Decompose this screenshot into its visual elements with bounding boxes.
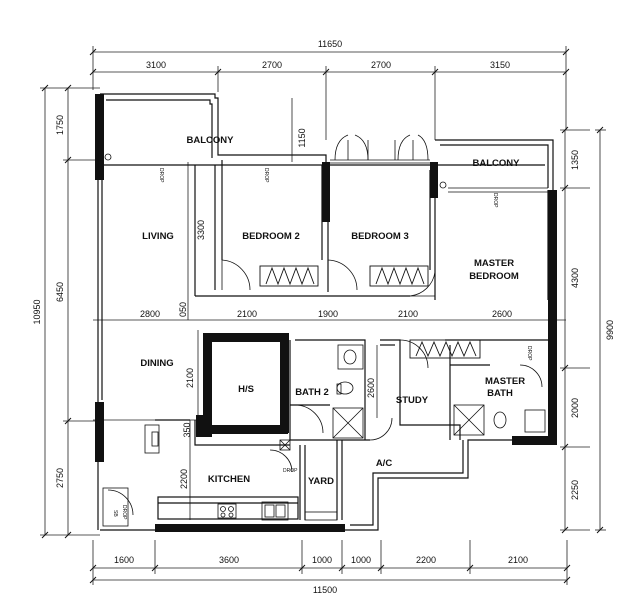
- dim-bath2-depth: 2600: [366, 378, 376, 398]
- room-ac: A/C: [376, 458, 393, 469]
- dim-right-3: 2000: [570, 398, 580, 418]
- room-master-bedroom-1: MASTER: [474, 258, 514, 269]
- room-bedroom-2: BEDROOM 2: [242, 231, 300, 242]
- dimension-text: 11650 3100 2700 2700 3150 1600 3600 1000…: [32, 39, 615, 595]
- drop-label-living: DROP: [158, 168, 164, 183]
- room-dining: DINING: [140, 358, 173, 369]
- dim-bottom-1: 1600: [114, 555, 134, 565]
- dimension-ticks: [41, 48, 604, 584]
- dim-top-1: 3100: [146, 60, 166, 70]
- dim-inner-2: 050: [178, 302, 188, 317]
- dim-top-2: 2700: [262, 60, 282, 70]
- dim-bottom-4: 1000: [351, 555, 371, 565]
- dim-top-3: 2700: [371, 60, 391, 70]
- dim-inner-4: 1900: [318, 309, 338, 319]
- structural-walls: [95, 94, 557, 532]
- dim-top-overall: 11650: [318, 39, 342, 49]
- dim-left-1: 1750: [55, 115, 65, 135]
- room-study: STUDY: [396, 395, 429, 406]
- dim-bottom-3: 1000: [312, 555, 332, 565]
- room-bath-2: BATH 2: [295, 387, 329, 398]
- dim-inner-5: 2100: [398, 309, 418, 319]
- dim-left-overall: 10950: [32, 299, 42, 324]
- drop-label-kitchen: DROP: [283, 468, 298, 474]
- dim-left-2: 6450: [55, 282, 65, 302]
- dim-inner-3: 2100: [237, 309, 257, 319]
- drop-label-masterbath: DROP: [526, 346, 532, 361]
- dim-right-1: 1350: [570, 150, 580, 170]
- room-living: LIVING: [142, 231, 174, 242]
- room-balcony-master: BALCONY: [473, 158, 521, 169]
- dim-kitchen-upper: 350: [182, 422, 192, 437]
- dim-left-3: 2750: [55, 468, 65, 488]
- dim-living-depth: 3300: [196, 220, 206, 240]
- sb-label-entry: SB: [112, 510, 118, 517]
- room-yard: YARD: [308, 476, 334, 487]
- windows: [97, 134, 548, 193]
- dim-right-2: 4300: [570, 268, 580, 288]
- room-master-bedroom-2: BEDROOM: [469, 271, 519, 282]
- dim-inner-6: 2600: [492, 309, 512, 319]
- dim-bottom-5: 2200: [416, 555, 436, 565]
- dim-top-4: 3150: [490, 60, 510, 70]
- wardrobes: [259, 265, 481, 359]
- drop-markers: DROP DROP DROP DROP DROP DROP SB: [112, 168, 532, 520]
- dim-inner-1: 2800: [140, 309, 160, 319]
- room-master-bath-1: MASTER: [485, 376, 525, 387]
- doors: [102, 259, 543, 527]
- dim-balcony-depth: 1150: [297, 128, 307, 147]
- drop-label-master: DROP: [492, 193, 498, 208]
- room-bedroom-3: BEDROOM 3: [351, 231, 409, 242]
- dim-bottom-overall: 11500: [313, 585, 337, 595]
- dim-right-overall: 9900: [605, 320, 615, 340]
- dim-dining-depth: 2100: [185, 368, 195, 388]
- dim-kitchen-depth: 2200: [179, 469, 189, 489]
- drop-label-bedroom2: DROP: [263, 168, 269, 183]
- sanitary-fixtures: [104, 153, 546, 521]
- dim-right-4: 2250: [570, 480, 580, 500]
- room-kitchen: KITCHEN: [208, 474, 250, 485]
- room-balcony: BALCONY: [187, 135, 235, 146]
- room-master-bath-2: BATH: [487, 388, 513, 399]
- dim-bottom-6: 2100: [508, 555, 528, 565]
- dim-bottom-2: 3600: [219, 555, 239, 565]
- room-hs: H/S: [238, 384, 254, 395]
- room-labels: BALCONY BALCONY LIVING BEDROOM 2 BEDROOM…: [140, 135, 525, 487]
- drop-label-entry: DROP: [121, 505, 127, 520]
